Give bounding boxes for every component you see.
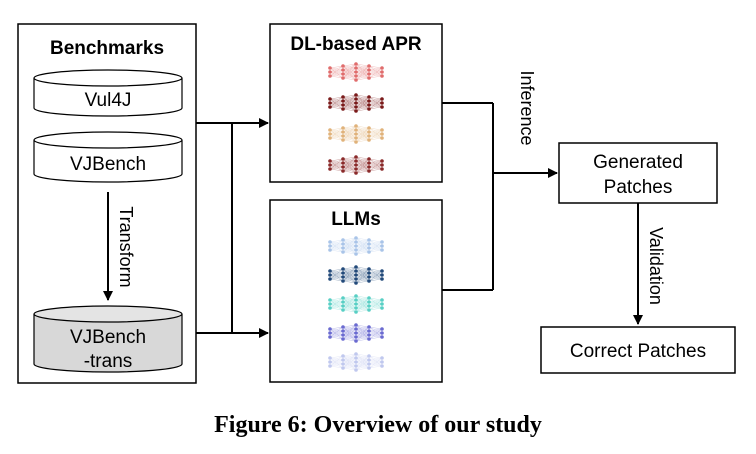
vul4j-label: Vul4J (85, 90, 132, 111)
generated-patches-line1: Generated (593, 152, 683, 173)
vjbench-trans-label-2: -trans (84, 351, 133, 372)
dl-apr-title: DL-based APR (290, 34, 422, 55)
dl-network-icon (328, 124, 384, 144)
llm-network-icon (328, 352, 384, 372)
generated-patches-line2: Patches (604, 177, 673, 198)
generated-patches-box (558, 142, 718, 204)
llm-network-icon (328, 294, 384, 314)
correct-patches-box (540, 326, 736, 374)
dl-network-icon (328, 62, 384, 82)
llm-network-icon (328, 236, 384, 256)
vjbench-label: VJBench (70, 154, 146, 175)
correct-patches-label: Correct Patches (570, 341, 706, 362)
llms-title: LLMs (331, 209, 381, 230)
vjbench-cylinder: VJBench (33, 131, 183, 183)
vjbench-trans-label-1: VJBench (70, 327, 146, 348)
llm-networks (328, 236, 384, 372)
llm-network-icon (328, 323, 384, 343)
figure-caption: Figure 6: Overview of our study (214, 412, 542, 438)
vul4j-cylinder: Vul4J (33, 69, 183, 117)
dl-network-icon (328, 155, 384, 175)
transform-label: Transform (116, 206, 136, 287)
dl-apr-networks (328, 62, 384, 175)
llm-network-icon (328, 265, 384, 285)
dl-network-icon (328, 93, 384, 113)
validation-label: Validation (646, 227, 666, 305)
inference-label: Inference (517, 70, 537, 145)
vjbench-trans-cylinder: VJBench -trans (33, 305, 183, 373)
benchmarks-title: Benchmarks (50, 38, 164, 59)
